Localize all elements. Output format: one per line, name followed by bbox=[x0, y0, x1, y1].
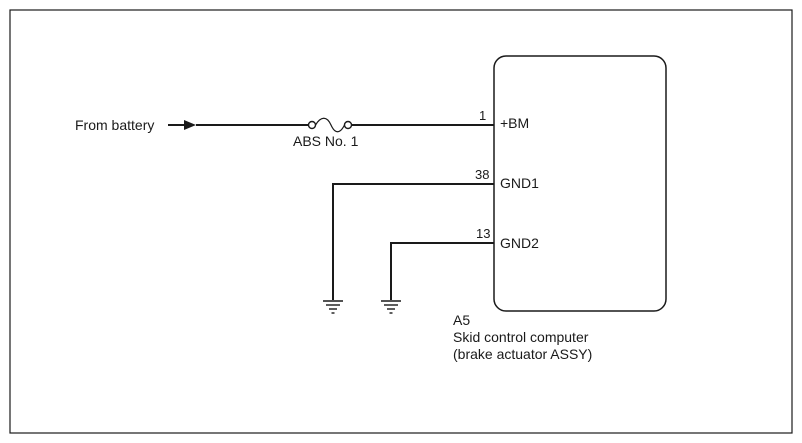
ground-icon bbox=[323, 300, 343, 314]
component-name: Skid control computer bbox=[453, 329, 589, 345]
source-label: From battery bbox=[75, 117, 154, 133]
pin-number-13: 13 bbox=[476, 226, 490, 241]
fuse-icon bbox=[307, 117, 353, 133]
pin-number-1: 1 bbox=[479, 108, 486, 123]
wire-gnd2 bbox=[390, 242, 494, 300]
terminal-gnd1-label: GND1 bbox=[500, 175, 539, 191]
terminal-bm-label: +BM bbox=[500, 115, 529, 131]
fuse-label: ABS No. 1 bbox=[293, 133, 359, 149]
pin-number-38: 38 bbox=[475, 167, 489, 182]
component-code: A5 bbox=[453, 312, 470, 328]
arrow-head-icon bbox=[184, 120, 196, 130]
diagram-frame bbox=[9, 9, 793, 434]
component-subname: (brake actuator ASSY) bbox=[453, 346, 592, 362]
terminal-gnd2-label: GND2 bbox=[500, 235, 539, 251]
wire-gnd1 bbox=[332, 183, 494, 300]
ground-icon bbox=[381, 300, 401, 314]
